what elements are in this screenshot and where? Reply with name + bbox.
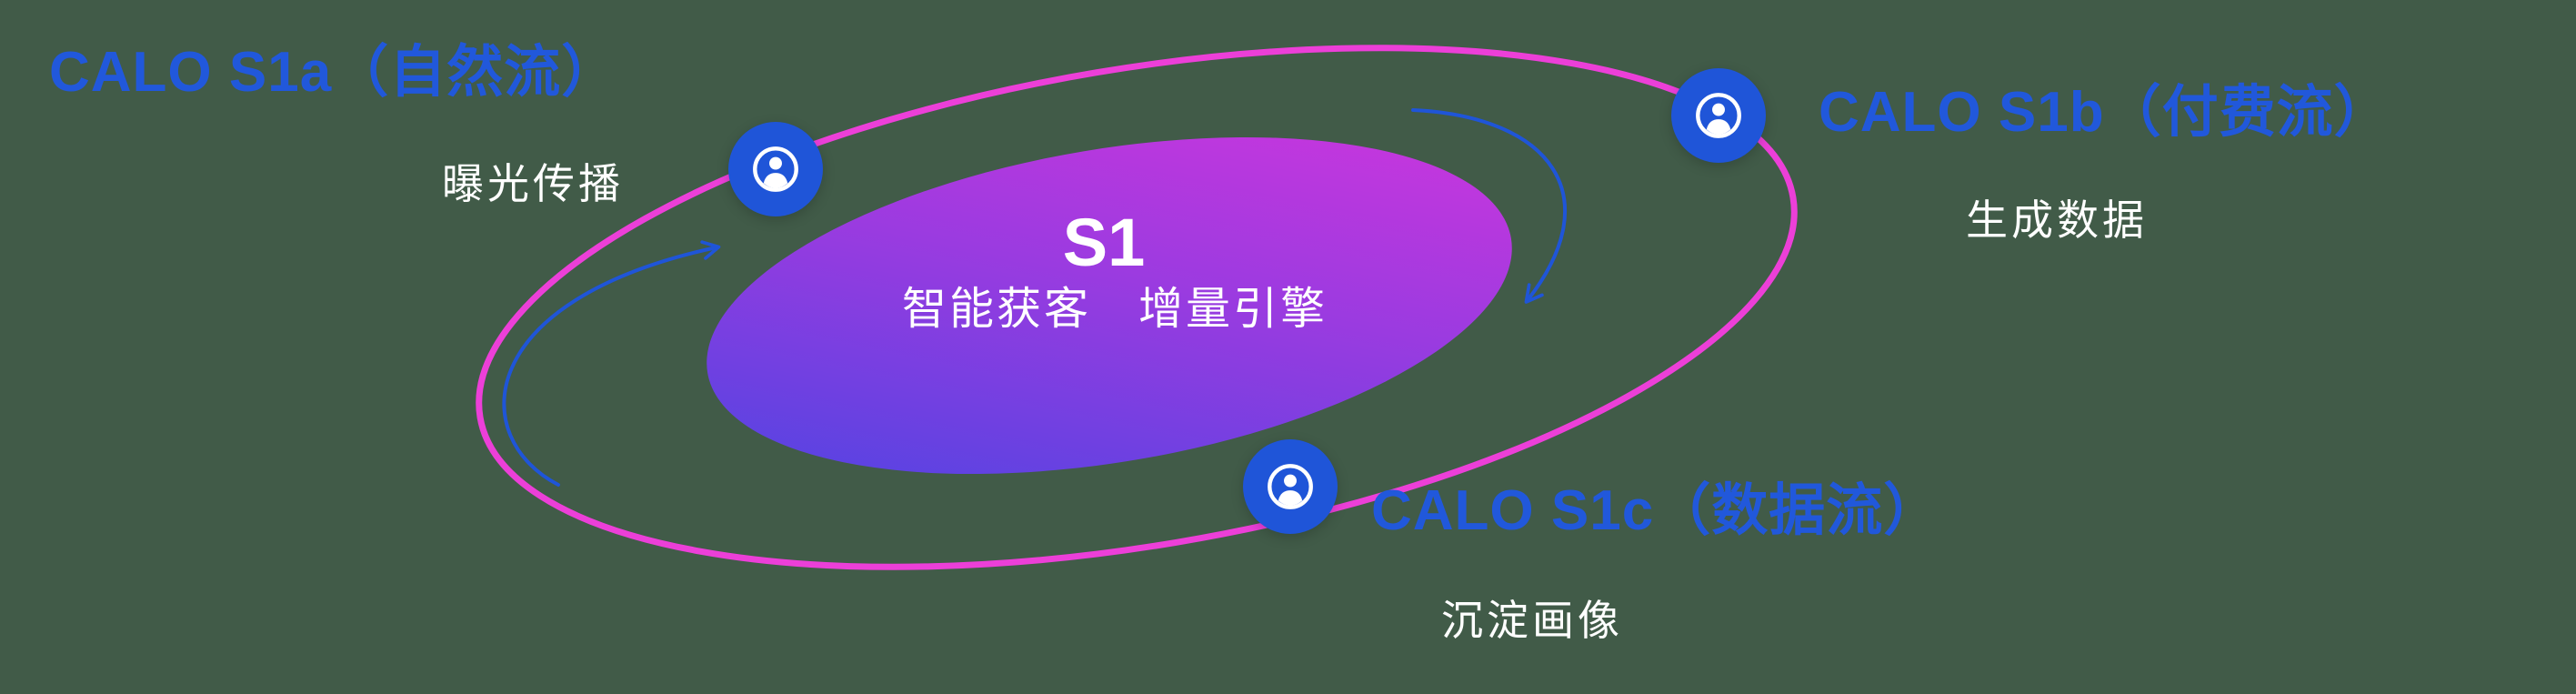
label-s1b: CALO S1b（付费流） [1819,81,2391,144]
flow-arrow-right [1411,108,1567,304]
flow-arrow-left [502,240,721,487]
label-s1a: CALO S1a（自然流） [49,41,619,104]
node-s1c [1243,439,1338,534]
label-s1c: CALO S1c（数据流） [1371,479,1941,542]
core-subtitle: 智能获客 增量引擎 [901,285,1328,334]
core-ellipse [707,136,1512,475]
core-title: S1 [1062,205,1146,280]
node-s1b [1671,68,1766,163]
node-s1a [728,122,823,216]
user-circle-icon [1696,93,1741,138]
user-circle-icon [753,146,798,192]
sublabel-s1c: 沉淀画像 [1441,597,1623,644]
user-circle-icon [1268,464,1313,509]
sublabel-s1a: 曝光传播 [442,160,624,207]
orbit-ring [476,45,1798,570]
sublabel-s1b: 生成数据 [1966,196,2148,244]
